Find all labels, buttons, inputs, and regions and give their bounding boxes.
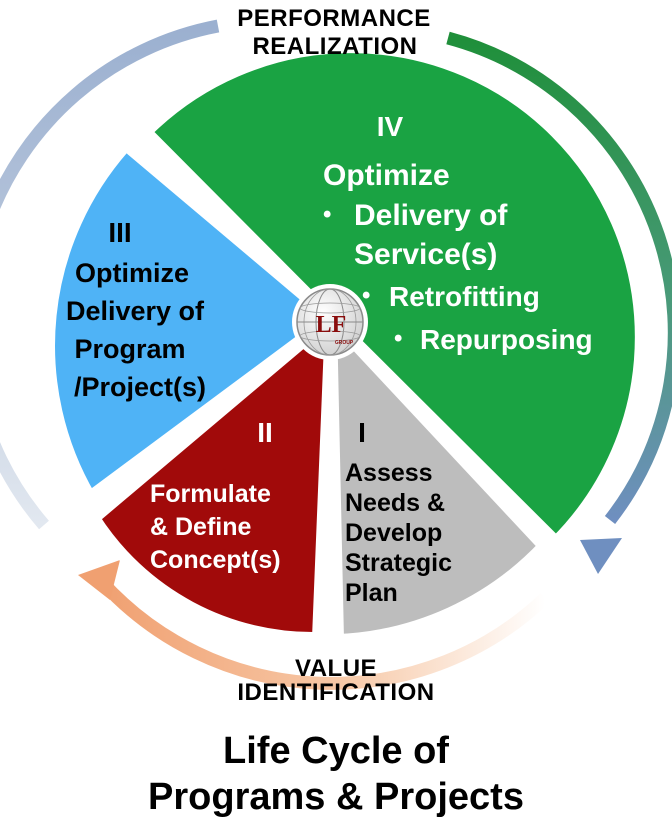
arrow-left-light: [0, 19, 220, 530]
segment-iv-bullet1-line1: Delivery of: [354, 199, 508, 232]
pie-segments: [43, 41, 647, 646]
segment-i-line5: Plan: [345, 579, 398, 607]
arc-labels: PERFORMANCE REALIZATION VALUE IDENTIFICA…: [237, 5, 434, 706]
segment-i-line2: Needs &: [345, 489, 445, 517]
segment-iii-text: III Optimize Delivery of Program /Projec…: [66, 217, 206, 402]
segment-iv-text: IV Optimize • Delivery of Service(s) • R…: [323, 111, 593, 355]
logo-mark: LF: [316, 312, 347, 338]
bullet-icon: •: [323, 201, 331, 228]
title-line1: Life Cycle of: [223, 730, 449, 772]
segment-i-numeral: I: [358, 417, 366, 448]
segment-ii-line3: Concept(s): [150, 546, 281, 574]
arrow-bottom-orange: [97, 577, 550, 690]
top-arc-label-line2: REALIZATION: [252, 33, 417, 60]
diagram-title: Life Cycle of Programs & Projects: [0, 728, 672, 820]
segment-iii-line2: Delivery of: [66, 296, 205, 326]
segment-iv-bullet1-line2: Service(s): [354, 238, 497, 271]
segment-i-gray: [325, 312, 550, 646]
segment-iii-line3: Program: [74, 334, 185, 364]
segment-i-line4: Strategic: [345, 549, 452, 577]
segment-i-text: I Assess Needs & Develop Strategic Plan: [345, 417, 452, 607]
segment-ii-text: II Formulate & Define Concept(s): [150, 417, 281, 574]
arrow-head-bottom-icon: [78, 560, 120, 600]
segment-iii-blue: [43, 139, 337, 503]
logo-small-text: GROUP: [335, 340, 354, 346]
top-arc-label-line1: PERFORMANCE: [237, 5, 431, 32]
title-line2: Programs & Projects: [148, 776, 524, 818]
cycle-arrows: [0, 19, 672, 690]
segment-i-line3: Develop: [345, 519, 442, 547]
segment-i-line1: Assess: [345, 459, 433, 487]
segment-ii-line2: & Define: [150, 513, 252, 541]
bullet-icon: •: [362, 282, 370, 309]
globe-logo-icon: LF GROUP: [292, 284, 368, 360]
segment-iv-heading: Optimize: [323, 159, 450, 192]
bottom-arc-label-line1: VALUE: [295, 655, 377, 682]
segment-iii-numeral: III: [108, 217, 131, 248]
bottom-arc-label-line2: IDENTIFICATION: [237, 679, 434, 706]
segment-ii-red: [88, 312, 337, 645]
segment-iv-sub2: Repurposing: [420, 324, 593, 355]
segment-iv-green: [140, 41, 647, 548]
segment-iv-numeral: IV: [377, 111, 404, 142]
segment-ii-numeral: II: [257, 417, 273, 448]
segment-iii-line4: /Project(s): [74, 372, 206, 402]
arrow-head-right-icon: [580, 538, 622, 574]
segment-iv-sub1: Retrofitting: [389, 281, 540, 312]
bullet-icon: •: [394, 325, 402, 352]
segment-ii-line1: Formulate: [150, 480, 271, 508]
arrow-right-green-blue: [446, 31, 672, 524]
segment-iii-line1: Optimize: [75, 258, 189, 288]
